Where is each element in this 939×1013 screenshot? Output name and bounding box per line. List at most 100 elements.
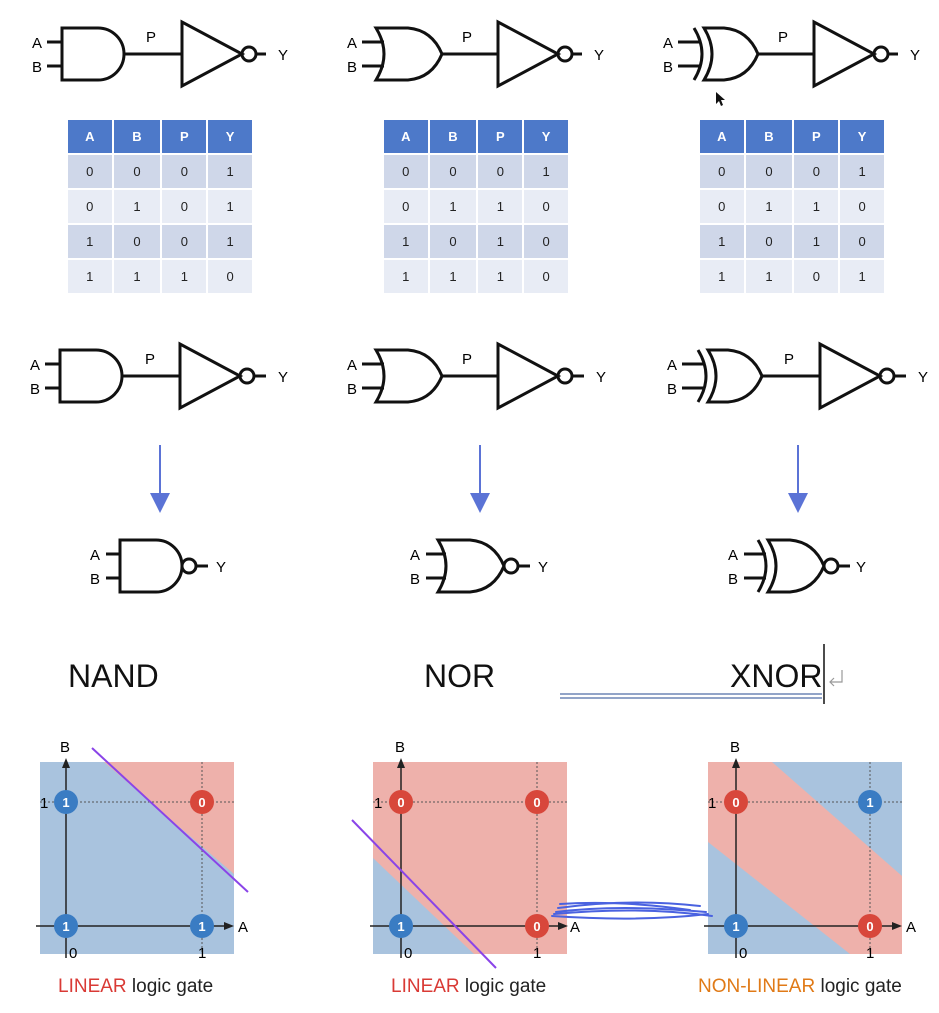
label-y: Y — [856, 559, 866, 576]
table-cell: 1 — [793, 189, 841, 225]
table-cell: 0 — [477, 154, 525, 190]
plot-point — [858, 914, 882, 938]
table-cell: 0 — [523, 224, 570, 260]
table-cell: 0 — [700, 154, 746, 190]
table-cell: 1 — [477, 189, 525, 225]
table-cell: 0 — [68, 154, 114, 190]
table-cell: 1 — [793, 224, 841, 260]
table-cell: 0 — [68, 189, 114, 225]
label-p: P — [146, 29, 156, 46]
table-header: A — [700, 120, 746, 155]
axis-y-label: B — [730, 739, 740, 756]
or-not-circuit-middle — [362, 341, 584, 411]
not-gate-icon — [180, 19, 246, 89]
plot-point-label: 1 — [866, 795, 873, 810]
and-not-circuit-top — [47, 19, 266, 89]
nand-gate — [106, 538, 208, 594]
label-a: A — [667, 357, 677, 374]
label-a: A — [90, 547, 100, 564]
gate-name-nand: NAND — [68, 658, 159, 694]
plot-point — [389, 914, 413, 938]
table-header: P — [161, 120, 209, 155]
tick-y1: 1 — [374, 795, 382, 812]
table-header: Y — [207, 120, 254, 155]
caption-text: logic gate — [459, 976, 547, 997]
label-b: B — [410, 571, 420, 588]
table-header: A — [384, 120, 430, 155]
label-a: A — [663, 35, 673, 52]
plot-point — [190, 790, 214, 814]
gate-name-nor: NOR — [424, 658, 496, 694]
label-b: B — [347, 381, 357, 398]
plot-point — [525, 914, 549, 938]
caption-nand: LINEAR logic gate — [58, 976, 213, 998]
tick-y1: 1 — [708, 795, 716, 812]
table-cell: 1 — [207, 154, 254, 190]
label-a: A — [32, 35, 42, 52]
label-p: P — [778, 29, 788, 46]
table-cell: 1 — [207, 189, 254, 225]
table-cell: 1 — [700, 224, 746, 260]
table-header: B — [744, 120, 795, 155]
table-cell: 1 — [744, 259, 795, 295]
plot-point — [54, 914, 78, 938]
axis-x-label: A — [906, 919, 916, 936]
plot-point-label: 1 — [732, 919, 739, 934]
caption-highlight: LINEAR — [391, 976, 460, 997]
xnor-gate — [744, 538, 850, 594]
xor-gate-icon — [705, 348, 764, 404]
axis-y-label: B — [60, 739, 70, 756]
tick-y1: 1 — [40, 795, 48, 812]
table-cell: 1 — [384, 224, 430, 260]
label-b: B — [728, 571, 738, 588]
plot-point — [724, 914, 748, 938]
table-cell: 0 — [793, 154, 841, 190]
table-cell: 1 — [68, 259, 114, 295]
table-header: B — [428, 120, 479, 155]
label-b: B — [347, 59, 357, 76]
plot-point — [525, 790, 549, 814]
table-cell: 1 — [744, 189, 795, 225]
label-y: Y — [596, 369, 606, 386]
table-header: Y — [523, 120, 570, 155]
label-y: Y — [278, 369, 288, 386]
table-cell: 0 — [523, 189, 570, 225]
table-header: P — [477, 120, 525, 155]
tick-x1: 1 — [533, 945, 541, 962]
caption-text: logic gate — [126, 976, 214, 997]
gate-name-xnor: XNOR — [730, 658, 823, 694]
not-gate-icon — [812, 19, 878, 89]
plot-point — [724, 790, 748, 814]
tick-x0: 0 — [739, 945, 747, 962]
nor-gate-icon — [435, 538, 506, 594]
label-p: P — [462, 351, 472, 368]
table-cell: 1 — [839, 259, 886, 295]
nand-gate-icon — [118, 538, 184, 594]
label-a: A — [410, 547, 420, 564]
plot-point-label: 0 — [533, 919, 540, 934]
plot-point-label: 0 — [533, 795, 540, 810]
xnor-gate-icon — [765, 538, 826, 594]
table-cell: 0 — [384, 154, 430, 190]
tick-x0: 0 — [404, 945, 412, 962]
tick-x0: 0 — [69, 945, 77, 962]
table-cell: 0 — [161, 189, 209, 225]
table-cell: 1 — [161, 259, 209, 295]
table-cell: 1 — [112, 259, 163, 295]
return-mark-icon — [829, 670, 843, 687]
label-b: B — [663, 59, 673, 76]
label-y: Y — [594, 47, 604, 64]
table-cell: 1 — [839, 154, 886, 190]
label-a: A — [347, 357, 357, 374]
caption-text: logic gate — [815, 976, 902, 997]
table-header: A — [68, 120, 114, 155]
table-cell: 1 — [68, 224, 114, 260]
separator-line — [91, 747, 249, 893]
